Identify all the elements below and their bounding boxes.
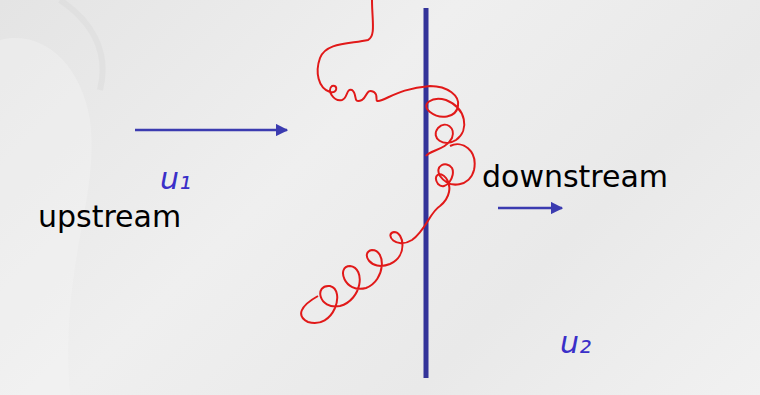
flow-arrow [498, 207, 562, 210]
particle-trajectory [318, 0, 465, 156]
flow-arrow [135, 129, 287, 132]
velocity-label: u₁ [160, 162, 191, 195]
shock-front [424, 8, 429, 378]
background-figure [0, 0, 103, 395]
region-label: downstream [482, 160, 668, 193]
particle-trajectory [301, 144, 474, 323]
velocity-label: u₂ [560, 326, 591, 359]
region-label: upstream [38, 200, 181, 233]
